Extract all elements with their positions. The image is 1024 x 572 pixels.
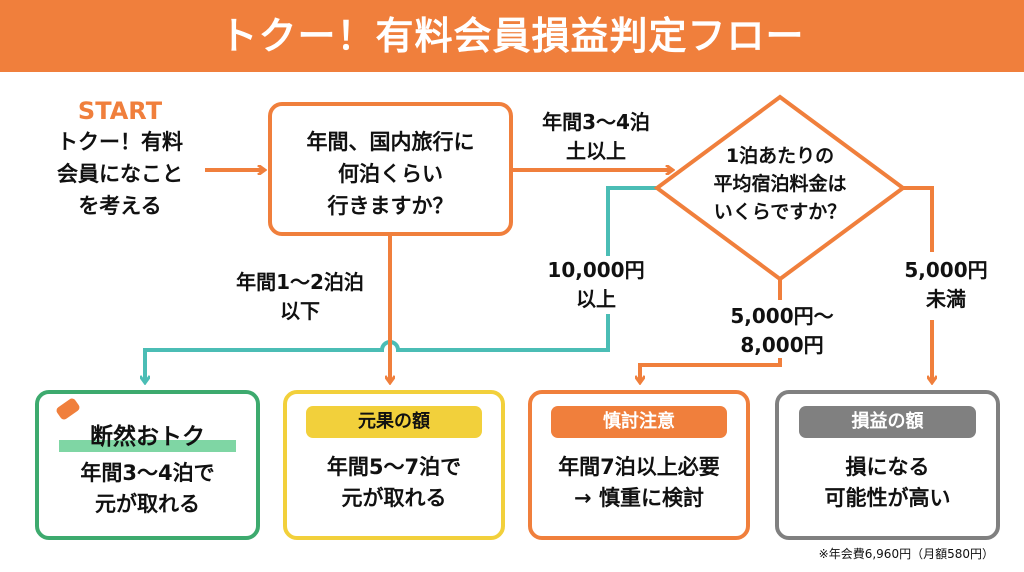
edge-line: 5,000円～ xyxy=(730,304,834,328)
question-price-text: 1泊あたりの 平均宿泊料金は いくらですか？ xyxy=(713,142,846,226)
edge-line: 8,000円 xyxy=(740,333,824,357)
start-text: トクー！有料 会員になこと を考える xyxy=(57,126,183,222)
edge-line: 10,000円 xyxy=(547,258,645,282)
footnote: ※年会費6,960円（月額580円） xyxy=(818,547,994,561)
edge-line: 土以上 xyxy=(566,139,626,163)
result-tag: 元果の額 xyxy=(306,406,482,438)
edge-label-under-5000: 5,000円未満 xyxy=(904,256,987,314)
result-line: 可能性が高い xyxy=(824,486,951,510)
result-line: 年間5～7泊で xyxy=(326,455,462,479)
result-line: 元が取れる xyxy=(95,492,200,516)
result-line: 年間7泊以上必要 xyxy=(558,455,720,479)
decision-diamond xyxy=(653,94,907,282)
result-caution: 慎討注意 年間7泊以上必要 → 慎重に検討 xyxy=(528,390,750,540)
start-line: 会員になこと xyxy=(57,162,183,186)
result-loss: 損益の額 損になる可能性が高い xyxy=(775,390,1000,540)
edge-label-3-4-nights: 年間3～4泊土以上 xyxy=(542,108,650,166)
result-line: 年間3～4泊で xyxy=(80,461,215,485)
edge-label-10000-plus: 10,000円以上 xyxy=(547,256,645,314)
question-nights-box: 年間、国内旅行に 何泊くらい 行きますか？ xyxy=(268,102,513,236)
result-tag: 慎討注意 xyxy=(551,406,727,438)
page-title: トクー！有料会員損益判定フロー xyxy=(0,0,1024,72)
arrow-q2-down xyxy=(640,280,782,382)
result-line: 損になる xyxy=(845,455,930,479)
result-tag: 断然おトク xyxy=(58,422,237,452)
result-great-deal: 断然おトク 年間3～4泊で元が取れる xyxy=(35,390,260,540)
edge-label-5000-8000: 5,000円～ 8,000円 xyxy=(730,302,833,360)
question-line: 行きますか？ xyxy=(327,194,454,218)
ticket-icon xyxy=(54,396,82,422)
question-line: 何泊くらい xyxy=(338,162,443,186)
result-break-even: 元果の額 年間5～7泊で元が取れる xyxy=(283,390,505,540)
edge-line: 5,000円 xyxy=(904,258,988,282)
edge-line: 年間3～4泊 xyxy=(542,110,650,134)
question-line: 年間、国内旅行に xyxy=(306,130,475,154)
question-line: いくらですか？ xyxy=(713,201,847,223)
edge-line: 以下 xyxy=(280,299,320,323)
question-line: 1泊あたりの xyxy=(725,145,835,167)
start-label: START xyxy=(77,97,163,125)
edge-line: 以上 xyxy=(576,287,616,311)
arrow-q2-right xyxy=(903,186,932,382)
question-line: 平均宿泊料金は xyxy=(713,173,847,195)
start-block: START トクー！有料 会員になこと を考える xyxy=(57,96,183,222)
edge-line: 未満 xyxy=(925,287,966,311)
start-line: を考える xyxy=(78,194,162,218)
result-tag: 損益の額 xyxy=(798,406,977,438)
result-line: 元が取れる xyxy=(341,486,447,510)
edge-label-1-2-nights: 年間1～2泊泊以下 xyxy=(236,268,364,326)
start-line: トクー！有料 xyxy=(57,130,183,154)
edge-line: 年間1～2泊泊 xyxy=(236,270,364,294)
result-line: → 慎重に検討 xyxy=(574,486,704,510)
